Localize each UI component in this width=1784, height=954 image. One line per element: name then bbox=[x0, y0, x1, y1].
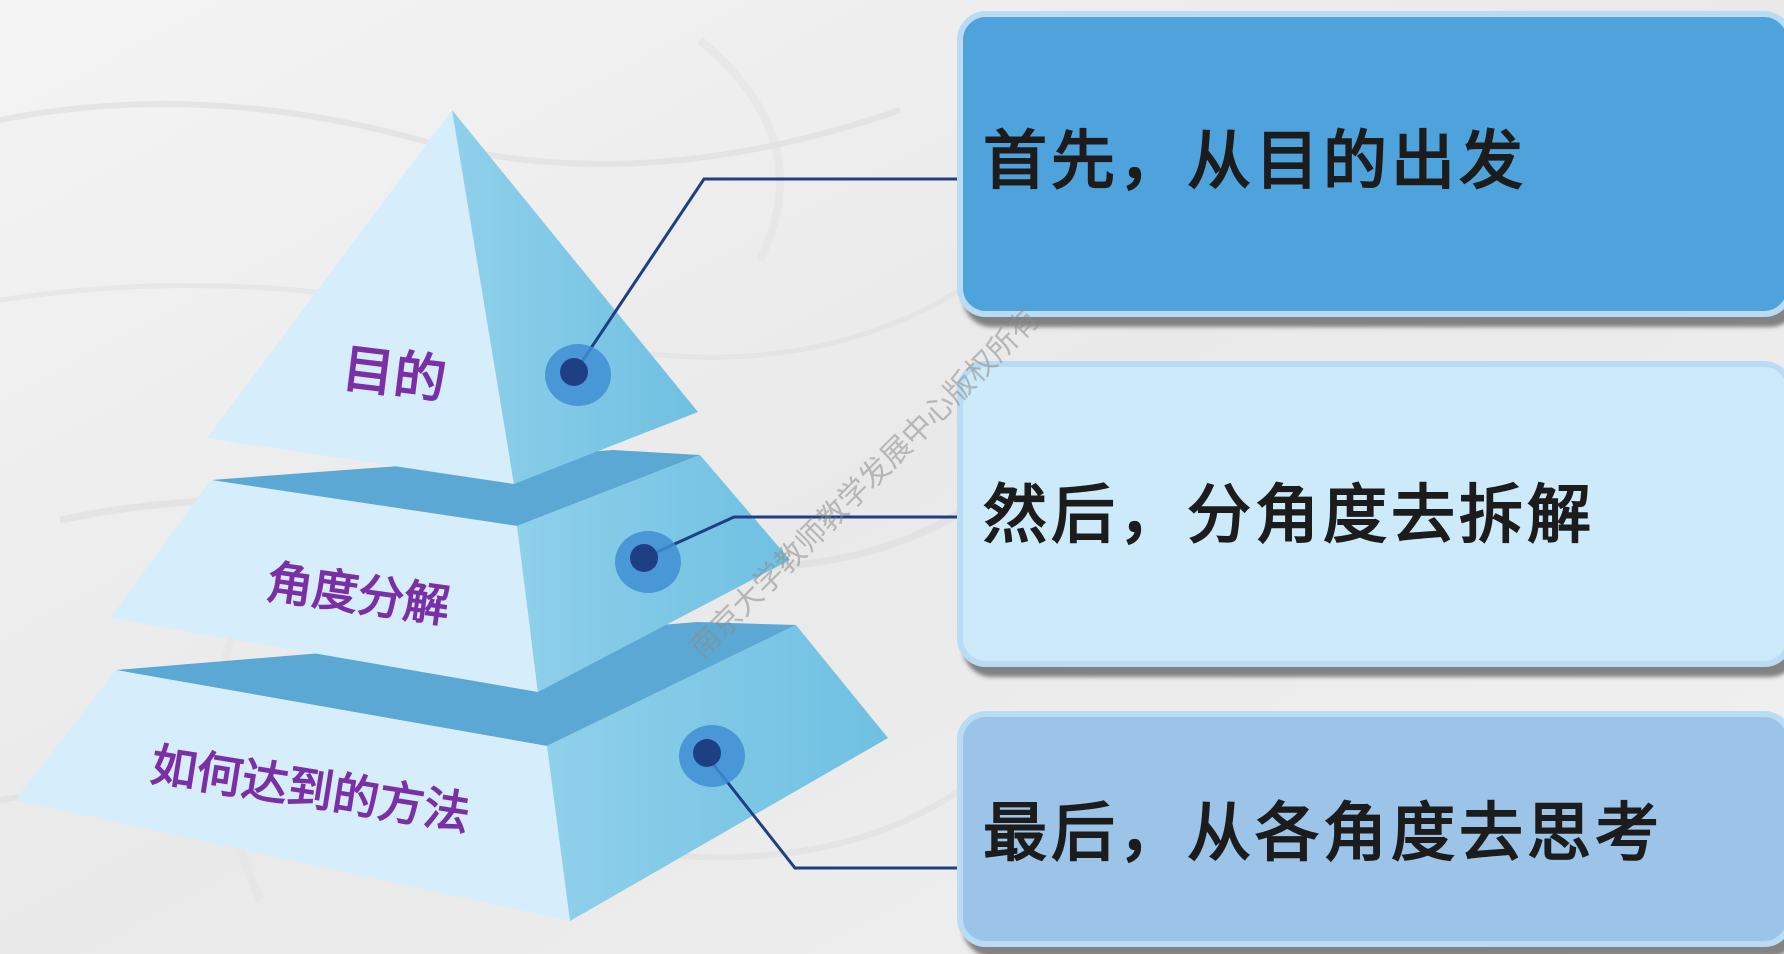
pyramid-tier-middle bbox=[110, 450, 790, 692]
step-text-1: 首先，从目的出发 bbox=[983, 124, 1527, 199]
step-text-2: 然后，分角度去拆解 bbox=[983, 478, 1595, 553]
connector-2 bbox=[615, 515, 962, 593]
connector-3 bbox=[679, 725, 962, 870]
pyramid-tier-top bbox=[207, 110, 698, 484]
step-box-2 bbox=[957, 361, 1784, 667]
step-box-3 bbox=[957, 711, 1784, 947]
step-box-1 bbox=[957, 11, 1784, 317]
connector-1 bbox=[545, 177, 962, 406]
step-text-3: 最后，从各角度去思考 bbox=[983, 796, 1663, 871]
pyramid-label-purpose: 目的 bbox=[339, 339, 450, 411]
